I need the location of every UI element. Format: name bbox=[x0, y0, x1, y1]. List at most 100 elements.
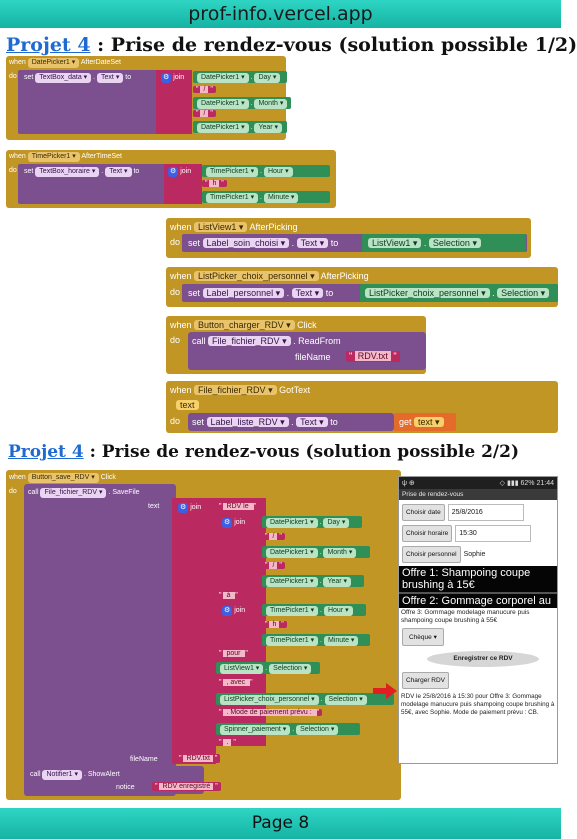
status-time: 21:44 bbox=[536, 480, 554, 487]
save-tp-minute[interactable]: TimePicker1 ▾ bbox=[266, 636, 319, 646]
datepicker-year-chip[interactable]: DatePicker1 ▾ bbox=[197, 123, 249, 133]
text-prop-6[interactable]: Text ▾ bbox=[296, 417, 328, 427]
save-dp-month[interactable]: DatePicker1 ▾ bbox=[266, 548, 318, 558]
kw-join-7c: join bbox=[234, 607, 246, 614]
save-tp-hour[interactable]: TimePicker1 ▾ bbox=[266, 606, 319, 616]
save-event-chip[interactable]: Button_save_RDV ▾ bbox=[27, 473, 99, 483]
save-day-prop[interactable]: Day ▾ bbox=[323, 518, 350, 528]
day-prop[interactable]: Day ▾ bbox=[254, 73, 281, 83]
save-sep-1[interactable]: " / " bbox=[262, 533, 285, 540]
event-name-2: AfterTimeSet bbox=[81, 153, 122, 160]
projet-link-2[interactable]: Projet 4 bbox=[8, 442, 84, 462]
text-prop-3[interactable]: Text ▾ bbox=[296, 238, 329, 248]
date-field[interactable]: 25/8/2016 bbox=[447, 504, 524, 521]
gottext-event-chip[interactable]: File_fichier_RDV ▾ bbox=[194, 385, 277, 395]
choose-date-button[interactable]: Choisir date bbox=[402, 504, 445, 521]
text-prop-4[interactable]: Text ▾ bbox=[291, 288, 324, 298]
str-avec[interactable]: " , avec " bbox=[216, 679, 256, 686]
label-soin-chip[interactable]: Label_soin_choisi ▾ bbox=[202, 238, 290, 248]
set-target-chip[interactable]: TextBox_data ▾ bbox=[35, 73, 92, 83]
timepicker-minute-chip[interactable]: TimePicker1 ▾ bbox=[206, 193, 259, 203]
selection-prop-3[interactable]: Selection ▾ bbox=[428, 238, 481, 248]
section-title-2: Projet 4 : Prise de rendez-vous (solutio… bbox=[8, 442, 519, 462]
selection-prop-4[interactable]: Selection ▾ bbox=[497, 288, 550, 298]
save-dp-day[interactable]: DatePicker1 ▾ bbox=[266, 518, 318, 528]
notifier-chip[interactable]: Notifier1 ▾ bbox=[42, 770, 83, 780]
choose-time-button[interactable]: Choisir horaire bbox=[402, 525, 453, 542]
offer-item-1[interactable]: Offre 1: Shampoing coupe brushing à 15€ bbox=[399, 566, 557, 592]
kw-do-5: do bbox=[170, 335, 181, 345]
kw-set: set bbox=[24, 74, 34, 81]
save-minute-prop[interactable]: Minute ▾ bbox=[323, 636, 359, 646]
save-lp-sel[interactable]: Selection ▾ bbox=[324, 695, 367, 705]
event-name-4: AfterPicking bbox=[320, 271, 369, 281]
set-target-chip-2[interactable]: TextBox_horaire ▾ bbox=[35, 167, 100, 177]
set-prop-chip-2[interactable]: Text ▾ bbox=[105, 167, 132, 177]
sep-string-1[interactable]: " / " bbox=[193, 86, 216, 93]
payment-spinner[interactable]: Chèque ▾ bbox=[402, 628, 444, 646]
save-listpicker[interactable]: ListPicker_choix_personnel ▾ bbox=[220, 695, 319, 705]
save-sep-h[interactable]: " h " bbox=[262, 621, 287, 628]
kw-to: to bbox=[125, 74, 132, 81]
event-name-3: AfterPicking bbox=[249, 222, 298, 232]
str-pour[interactable]: " pour " bbox=[216, 650, 251, 657]
sep-string-h[interactable]: " h " bbox=[202, 180, 227, 187]
event-name-7: Click bbox=[100, 474, 116, 481]
event-name-5: Click bbox=[297, 320, 317, 330]
minute-prop[interactable]: Minute ▾ bbox=[263, 193, 299, 203]
get-text-chip[interactable]: text ▾ bbox=[414, 417, 444, 427]
file-string-7[interactable]: " RDV.txt " bbox=[176, 754, 221, 763]
month-prop[interactable]: Month ▾ bbox=[254, 99, 288, 109]
kw-when-2: when bbox=[9, 153, 26, 160]
projet-link-1[interactable]: Projet 4 bbox=[6, 34, 91, 56]
choose-staff-button[interactable]: Choisir personnel bbox=[402, 546, 461, 563]
datepicker-month-chip[interactable]: DatePicker1 ▾ bbox=[197, 99, 249, 109]
save-listview[interactable]: ListView1 ▾ bbox=[220, 664, 264, 674]
sep-string-2[interactable]: " / " bbox=[193, 110, 216, 117]
kw-join-7b: join bbox=[234, 519, 246, 526]
listview-src-chip[interactable]: ListView1 ▾ bbox=[368, 238, 422, 248]
save-sp-sel[interactable]: Selection ▾ bbox=[296, 725, 339, 735]
time-field[interactable]: 15:30 bbox=[455, 525, 532, 542]
listpicker-event-chip[interactable]: ListPicker_choix_personnel ▾ bbox=[194, 271, 319, 281]
kw-when-5: when bbox=[170, 320, 192, 330]
str-saved[interactable]: " RDV enregistré " bbox=[152, 782, 221, 791]
str-a[interactable]: " à " bbox=[216, 592, 241, 599]
event-component-chip-2[interactable]: TimePicker1 ▾ bbox=[27, 152, 80, 162]
file-component-chip[interactable]: File_fichier_RDV ▾ bbox=[208, 336, 291, 346]
save-dp-year[interactable]: DatePicker1 ▾ bbox=[266, 577, 318, 587]
str-mode[interactable]: " . Mode de paiement prévu : " bbox=[216, 709, 323, 716]
year-prop[interactable]: Year ▾ bbox=[254, 123, 283, 133]
set-prop-chip[interactable]: Text ▾ bbox=[97, 73, 124, 83]
hour-prop[interactable]: Hour ▾ bbox=[263, 167, 293, 177]
event-component-chip[interactable]: DatePicker1 ▾ bbox=[27, 58, 80, 68]
str-dot[interactable]: " . " bbox=[216, 739, 239, 746]
offer-item-2[interactable]: Offre 2: Gommage corporel au bbox=[399, 594, 557, 608]
load-rdv-button[interactable]: Charger RDV bbox=[402, 672, 450, 689]
listview-event-chip[interactable]: ListView1 ▾ bbox=[194, 222, 248, 232]
str-rdvle[interactable]: " RDV le " bbox=[216, 503, 260, 510]
datepicker-day-chip[interactable]: DatePicker1 ▾ bbox=[197, 73, 249, 83]
kw-to-6: to bbox=[330, 417, 338, 427]
save-hour-prop[interactable]: Hour ▾ bbox=[323, 606, 353, 616]
gear-icon[interactable]: ⚙ bbox=[161, 73, 172, 83]
gear-icon[interactable]: ⚙ bbox=[168, 167, 179, 177]
charger-event-chip[interactable]: Button_charger_RDV ▾ bbox=[194, 320, 295, 330]
save-file-chip[interactable]: File_fichier_RDV ▾ bbox=[40, 488, 107, 498]
save-month-prop[interactable]: Month ▾ bbox=[323, 548, 357, 558]
save-lv-sel[interactable]: Selection ▾ bbox=[269, 664, 312, 674]
listpicker-src-chip[interactable]: ListPicker_choix_personnel ▾ bbox=[365, 288, 490, 298]
save-rdv-button[interactable]: Enregistrer ce RDV bbox=[427, 651, 539, 667]
gear-icon[interactable]: ⚙ bbox=[222, 606, 233, 616]
timepicker-hour-chip[interactable]: TimePicker1 ▾ bbox=[206, 167, 259, 177]
param-text-chip[interactable]: text bbox=[176, 400, 199, 410]
file-string-1[interactable]: " RDV.txt " bbox=[346, 351, 400, 362]
gear-icon[interactable]: ⚙ bbox=[222, 518, 233, 528]
label-personnel-chip[interactable]: Label_personnel ▾ bbox=[202, 288, 285, 298]
gear-icon[interactable]: ⚙ bbox=[178, 503, 189, 513]
save-spinner[interactable]: Spinner_paiement ▾ bbox=[220, 725, 291, 735]
save-sep-2[interactable]: " / " bbox=[262, 562, 285, 569]
notice-label: notice bbox=[116, 784, 135, 791]
save-year-prop[interactable]: Year ▾ bbox=[323, 577, 352, 587]
label-liste-chip[interactable]: Label_liste_RDV ▾ bbox=[206, 417, 289, 427]
